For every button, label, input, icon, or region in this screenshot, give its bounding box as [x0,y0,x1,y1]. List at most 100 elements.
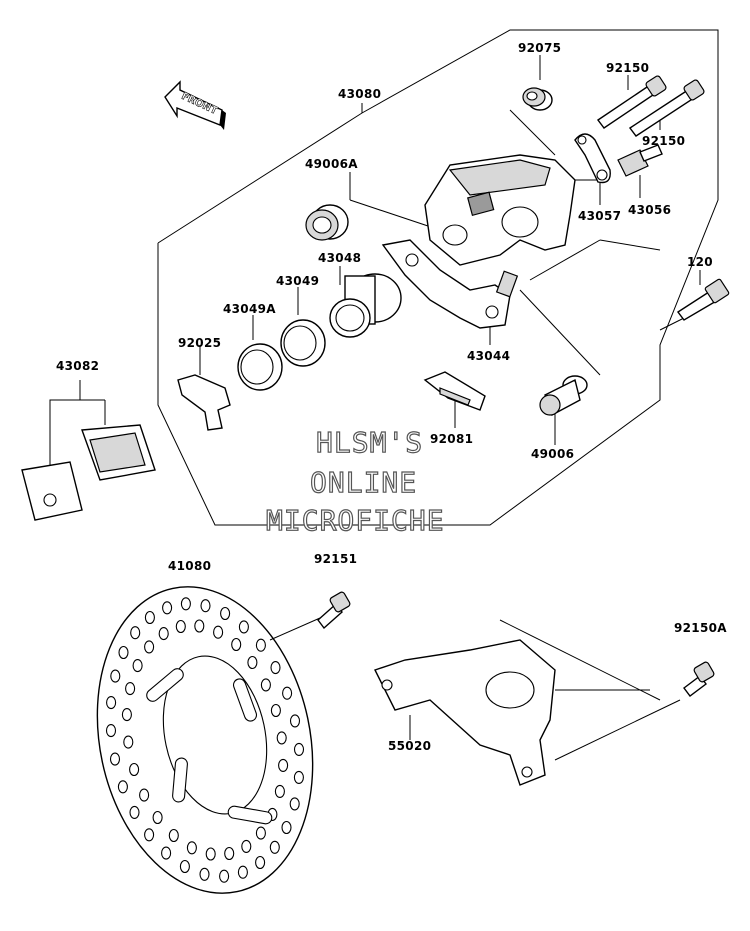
label-92150-top: 92150 [606,61,649,75]
disc-vent-hole [168,828,179,843]
label-92075: 92075 [518,41,561,55]
label-120: 120 [687,255,713,269]
disc-vent-hole [161,846,172,860]
disc-vent-hole [231,637,242,652]
label-92150-mid: 92150 [642,134,685,148]
disc-vent-hole [179,859,190,874]
disc-vent-hole [289,714,301,728]
clip-92081-icon [423,371,486,411]
disc-slot [146,668,184,702]
disc-vent-hole [180,597,191,611]
disc-vent-hole [144,610,155,625]
disc-vent-hole [205,847,216,861]
bolt-120-icon [676,278,730,321]
disc-vent-hole [270,661,281,675]
label-92150A: 92150A [674,621,727,635]
disc-vent-hole [186,841,197,855]
label-49006: 49006 [531,447,574,461]
disc-vent-hole [255,855,266,870]
disc-vent-hole [220,606,231,621]
watermark: HLSM'S ONLINE MICROFICHE [265,425,445,537]
label-43048: 43048 [318,251,361,265]
disc-vent-hole [289,797,300,811]
disc-vent-hole [106,696,117,710]
disc-vent-hole [129,805,140,819]
disc-vent-hole [224,846,235,861]
disc-vent-hole [219,869,230,883]
disc-vent-hole [247,655,258,670]
disc-vent-hole [130,626,141,640]
disc-vent-hole [158,627,169,641]
seal-43049-icon [280,319,326,367]
pin-92150-icon [596,75,705,137]
disc-vent-hole [144,640,155,654]
watermark-line3: MICROFICHE [266,504,445,537]
disc-vent-hole [255,826,266,840]
boot-49006A-icon [305,204,349,241]
label-49006A: 49006A [305,157,358,171]
part-labels: 92075 92150 43080 92150 49006A 43057 430… [56,41,727,753]
label-92025: 92025 [178,336,221,350]
disc-vent-hole [276,731,287,745]
disc-vent-hole [213,625,224,639]
label-41080: 41080 [168,559,211,573]
disc-vent-hole [109,752,121,766]
disc-vent-hole [162,601,173,615]
bracket-43057-icon [574,133,611,184]
boot-92075-icon [522,87,553,111]
label-43049A: 43049A [223,302,276,316]
watermark-line2: ONLINE [310,466,417,499]
bleed-valve-43056-icon [617,144,663,177]
disc-vent-hole [139,788,150,802]
disc-slot [232,678,258,722]
label-43082: 43082 [56,359,99,373]
watermark-line1: HLSM'S [316,426,423,459]
disc-vent-hole [274,784,285,798]
disc-vent-hole [129,762,140,777]
seal-43049A-icon [237,343,283,391]
assembly-outline [157,29,719,526]
holder-43044-icon [381,239,519,329]
disc-vent-hole [238,620,249,634]
disc-vent-hole [255,638,266,652]
disc-vent-hole [152,810,163,825]
disc-vent-hole [199,867,210,881]
disc-vent-hole [175,619,186,634]
label-43044: 43044 [467,349,510,363]
disc-vent-hole [270,703,281,718]
disc-vent-hole [105,724,117,738]
disc-vent-hole [260,678,271,692]
bracket-55020-icon [374,619,681,786]
disc-vent-hole [144,828,155,842]
disc-vent-hole [293,770,304,784]
disc-vent-hole [237,865,248,879]
disc-vent-hole [132,659,143,673]
front-arrow-icon: FRONT [164,80,226,130]
disc-vent-hole [278,758,289,772]
brake-pads-43082-icon [21,380,156,521]
disc-vent-hole [241,839,252,853]
label-43080: 43080 [338,87,381,101]
brake-disc-41080-icon [96,586,314,894]
spring-92025-icon [177,374,231,431]
label-43057: 43057 [578,209,621,223]
label-43056: 43056 [628,203,671,217]
bolt-92150A-icon [683,661,715,697]
label-92151: 92151 [314,552,357,566]
label-92081: 92081 [430,432,473,446]
label-43049: 43049 [276,274,319,288]
disc-slot [227,805,273,825]
label-55020: 55020 [388,739,431,753]
disc-vent-hole [194,619,205,633]
disc-vent-hole [281,820,292,835]
disc-vent-hole [293,742,305,756]
disc-vent-hole [125,682,136,696]
disc-vent-hole [123,735,134,749]
disc-vent-hole [269,840,280,854]
piston-43048-icon [329,273,402,338]
disc-vent-hole [200,599,211,613]
disc-vent-hole [110,669,121,683]
disc-vent-hole [117,780,128,794]
bolt-92151-icon [269,591,351,641]
